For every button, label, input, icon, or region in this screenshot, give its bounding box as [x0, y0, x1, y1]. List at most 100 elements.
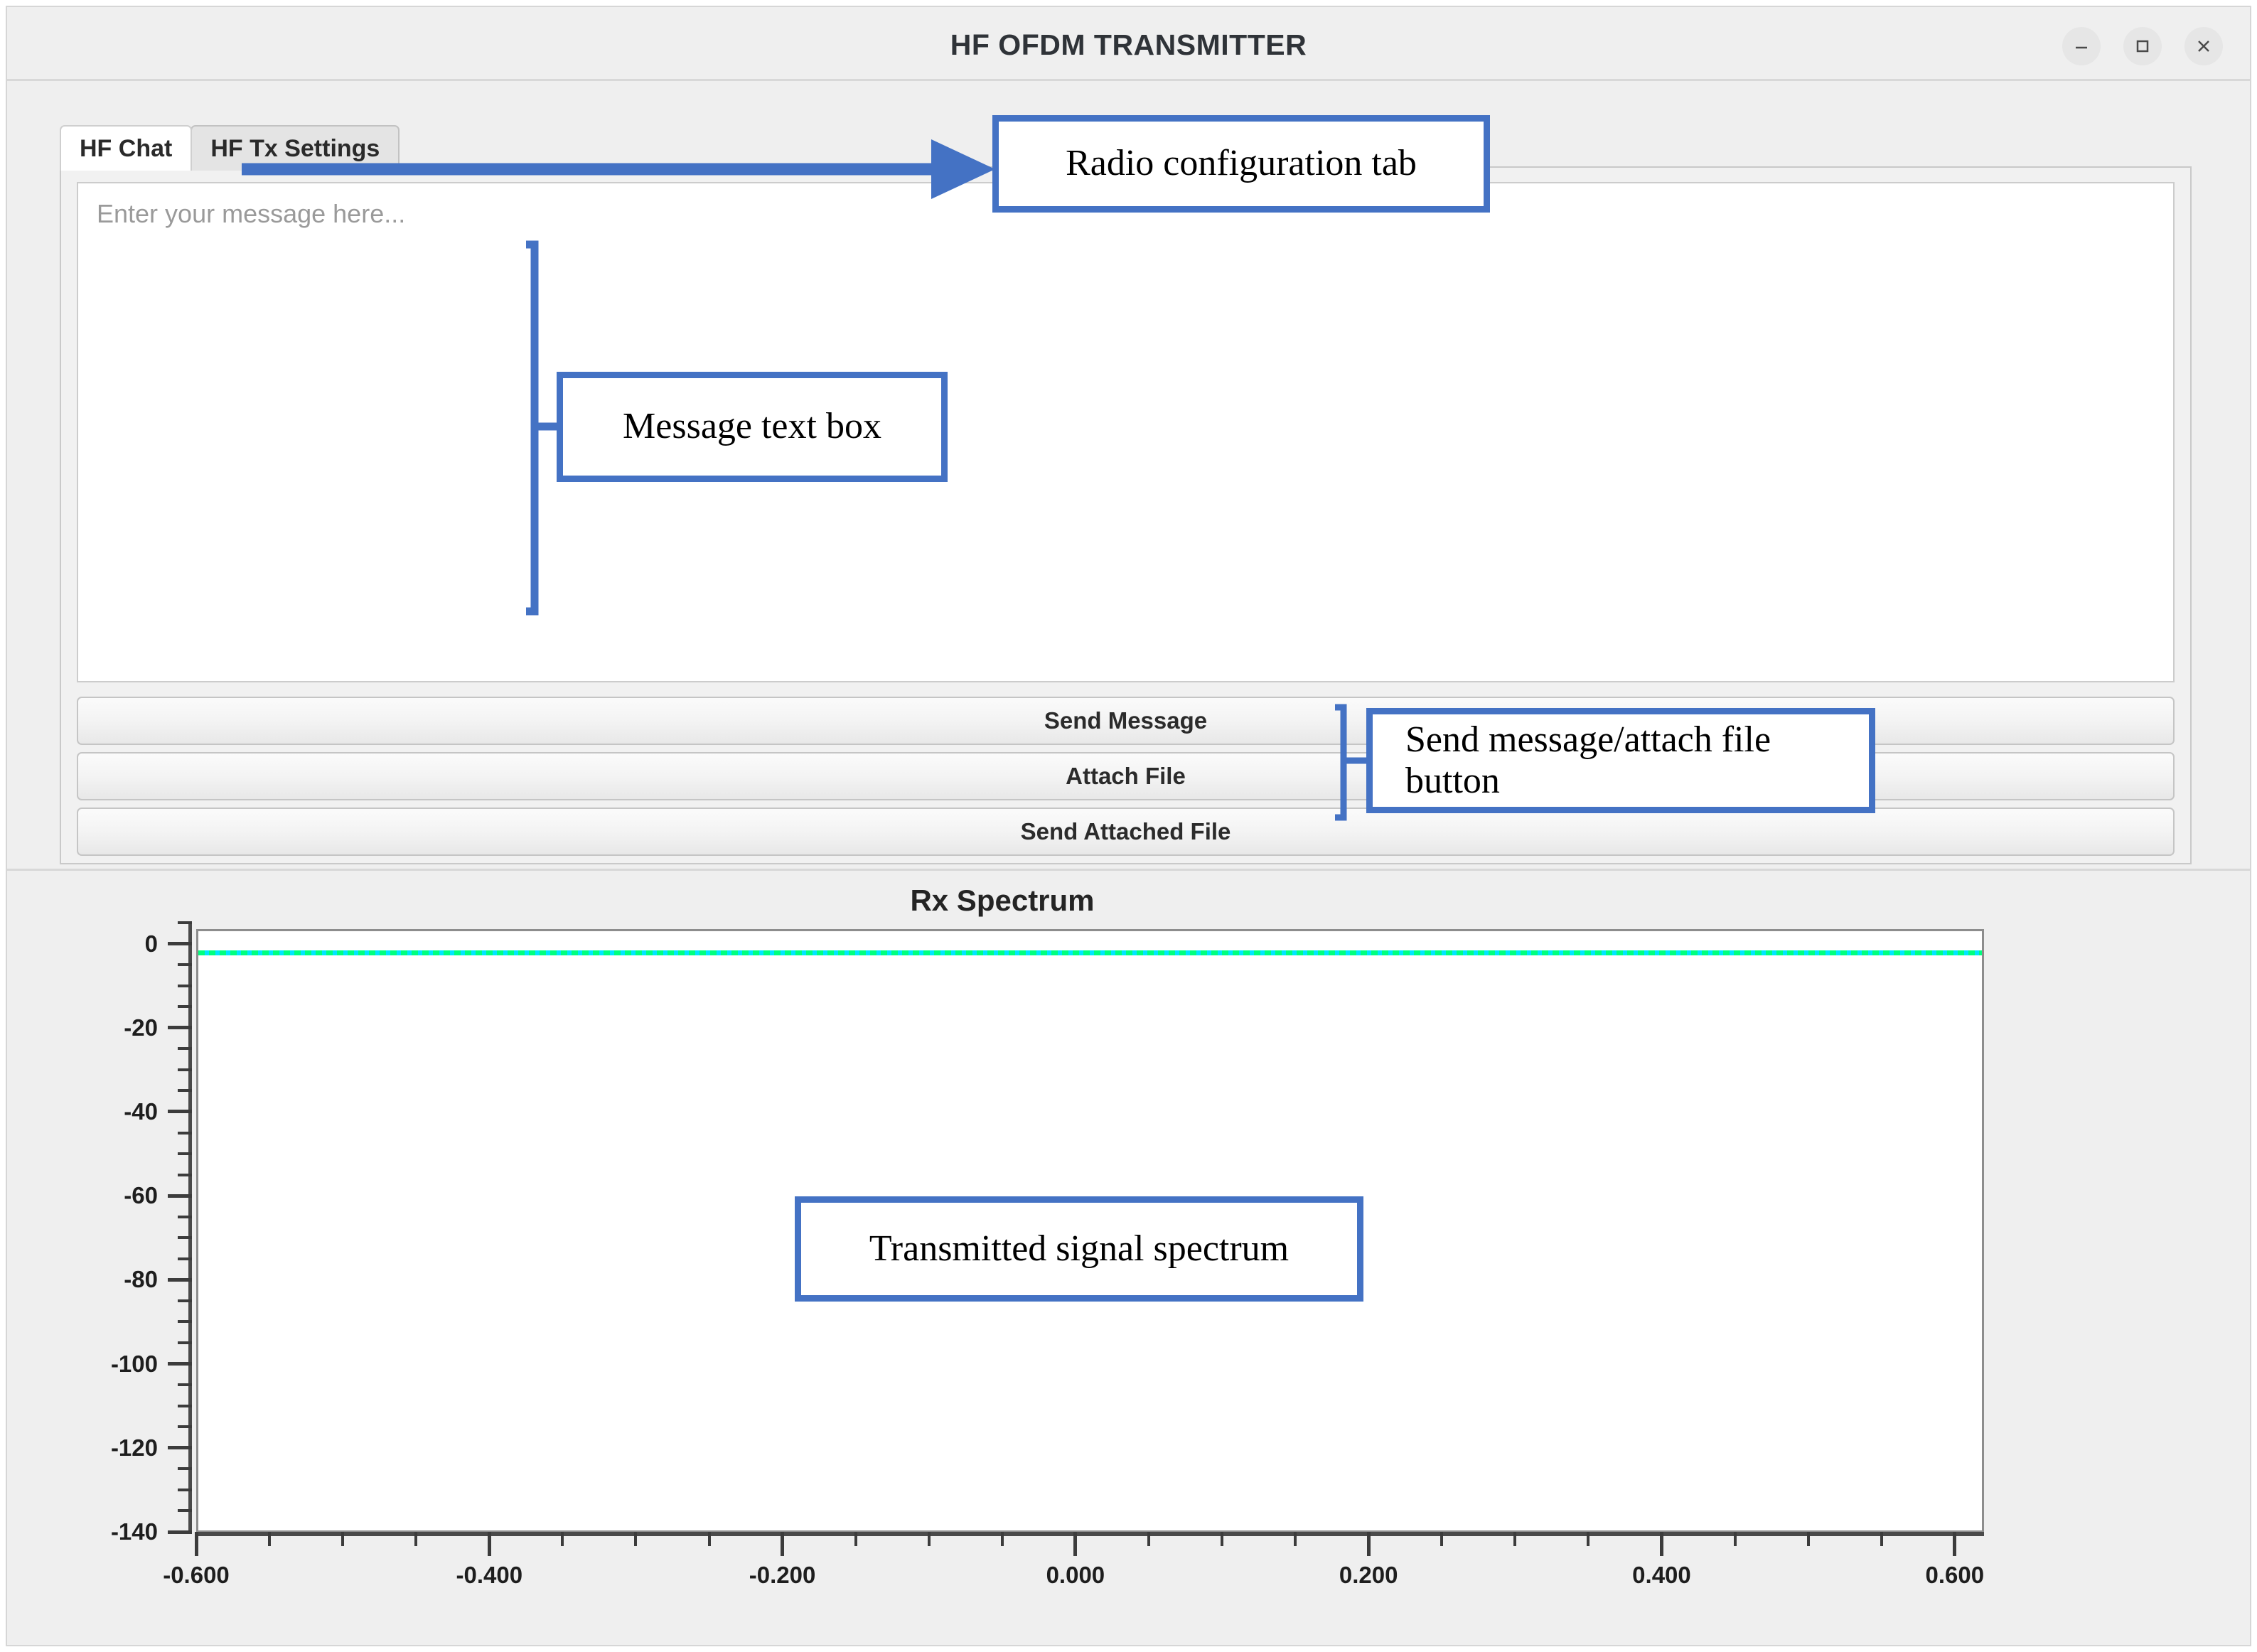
- annotation-radio-configuration-tab: Radio configuration tab: [992, 115, 1490, 213]
- x-axis-minor-tick: [561, 1532, 564, 1546]
- x-axis-minor-tick: [1147, 1532, 1150, 1546]
- x-axis-tick: [1366, 1532, 1371, 1556]
- send-attached-file-label: Send Attached File: [1020, 818, 1231, 844]
- y-axis-minor-tick: [178, 1173, 192, 1176]
- x-axis-minor-tick: [927, 1532, 931, 1546]
- y-axis-tick: [168, 1026, 192, 1030]
- x-axis-minor-tick: [634, 1532, 638, 1546]
- y-axis-minor-tick: [178, 963, 192, 967]
- x-axis-tick-label: 0.000: [1046, 1562, 1105, 1588]
- x-axis-tick: [487, 1532, 491, 1556]
- spectrum-chart-panel: Rx Spectrum Tx Spectrum Relative Gain (d…: [7, 869, 2250, 1645]
- window-controls: [2062, 27, 2223, 65]
- y-axis-minor-tick: [178, 984, 192, 987]
- y-axis-tick-label: -100: [110, 1350, 158, 1377]
- y-axis-tick-label: 0: [144, 930, 158, 957]
- minimize-icon[interactable]: [2062, 27, 2101, 65]
- annotation-message-text-box-text: Message text box: [623, 406, 881, 447]
- annotation-radio-configuration-tab-text: Radio configuration tab: [1066, 143, 1417, 184]
- x-axis-minor-tick: [1513, 1532, 1517, 1546]
- tx-spectrum-trace: [198, 950, 1982, 955]
- annotation-transmitted-signal-spectrum: Transmitted signal spectrum: [795, 1196, 1363, 1302]
- y-axis-tick: [168, 942, 192, 946]
- y-axis-tick-label: -20: [124, 1014, 158, 1041]
- y-axis-minor-tick: [178, 1509, 192, 1513]
- y-axis-minor-tick: [178, 1131, 192, 1135]
- y-axis-minor-tick: [178, 1467, 192, 1471]
- y-axis-minor-tick: [178, 1089, 192, 1093]
- x-axis-tick: [1659, 1532, 1663, 1556]
- send-message-label: Send Message: [1044, 707, 1208, 734]
- y-axis: 0 -20 -40 -60 -80 -100 -120 -140: [111, 921, 192, 1545]
- y-axis-tick: [168, 1194, 192, 1198]
- y-axis-minor-tick: [178, 1383, 192, 1387]
- y-axis-minor-tick: [178, 1299, 192, 1302]
- y-axis-minor-tick: [178, 1404, 192, 1407]
- y-axis-tick: [168, 1277, 192, 1282]
- x-axis-minor-tick: [268, 1532, 272, 1546]
- x-axis-minor-tick: [1806, 1532, 1810, 1546]
- x-axis-minor-tick: [1587, 1532, 1590, 1546]
- attach-file-label: Attach File: [1066, 763, 1186, 789]
- annotation-send-attach-button: Send message/attach file button: [1366, 708, 1875, 813]
- x-axis-minor-tick: [854, 1532, 857, 1546]
- y-axis-tick: [168, 1530, 192, 1534]
- x-axis-minor-tick: [1733, 1532, 1737, 1546]
- maximize-icon[interactable]: [2123, 27, 2162, 65]
- x-axis-tick: [781, 1532, 785, 1556]
- x-axis-minor-tick: [414, 1532, 418, 1546]
- application-window: HF OFDM TRANSMITTER HF Chat HF Tx Settin…: [6, 6, 2251, 1646]
- y-axis-minor-tick: [178, 1047, 192, 1051]
- annotation-send-attach-button-text: Send message/attach file button: [1405, 719, 1771, 801]
- annotation-message-text-box: Message text box: [557, 372, 948, 482]
- y-axis-minor-tick: [178, 921, 192, 924]
- y-axis-tick-label: -40: [124, 1098, 158, 1125]
- y-axis-tick-label: -120: [110, 1434, 158, 1461]
- y-axis-tick-label: -60: [124, 1182, 158, 1209]
- y-axis-minor-tick: [178, 1257, 192, 1260]
- y-axis-tick: [168, 1362, 192, 1366]
- x-axis-tick: [1953, 1532, 1957, 1556]
- x-axis-tick: [1073, 1532, 1078, 1556]
- y-axis-tick-label: -140: [110, 1518, 158, 1545]
- send-attached-file-button[interactable]: Send Attached File: [77, 808, 2175, 856]
- y-axis-minor-tick: [178, 1068, 192, 1071]
- message-text-box[interactable]: Enter your message here...: [77, 182, 2175, 682]
- y-axis-minor-tick: [178, 1320, 192, 1324]
- chart-title: Rx Spectrum: [910, 884, 1095, 917]
- x-axis-minor-tick: [1221, 1532, 1224, 1546]
- y-axis-minor-tick: [178, 1488, 192, 1491]
- x-axis-minor-tick: [341, 1532, 345, 1546]
- x-axis-minor-tick: [1880, 1532, 1883, 1546]
- x-axis-tick-label: -0.400: [456, 1562, 523, 1588]
- x-axis-minor-tick: [1440, 1532, 1444, 1546]
- x-axis-tick-label: 0.600: [1925, 1562, 1985, 1588]
- tab-hf-chat[interactable]: HF Chat: [60, 125, 193, 171]
- x-axis-tick: [194, 1532, 198, 1556]
- y-axis-tick: [168, 1110, 192, 1114]
- tab-hf-tx-settings-label: HF Tx Settings: [210, 134, 380, 162]
- y-axis-minor-tick: [178, 1215, 192, 1218]
- x-axis-tick-label: 0.200: [1339, 1562, 1398, 1588]
- y-axis-tick-label: -80: [124, 1266, 158, 1293]
- tab-hf-chat-label: HF Chat: [80, 134, 173, 162]
- tab-strip: HF Chat HF Tx Settings: [60, 121, 400, 171]
- tab-hf-tx-settings[interactable]: HF Tx Settings: [191, 125, 400, 171]
- x-axis-minor-tick: [1000, 1532, 1004, 1546]
- y-axis-minor-tick: [178, 1425, 192, 1429]
- y-axis-minor-tick: [178, 1005, 192, 1009]
- x-axis-minor-tick: [1294, 1532, 1297, 1546]
- x-axis-tick-label: -0.600: [163, 1562, 230, 1588]
- y-axis-minor-tick: [178, 1341, 192, 1345]
- x-axis-minor-tick: [707, 1532, 711, 1546]
- title-bar: HF OFDM TRANSMITTER: [7, 7, 2250, 81]
- y-axis-tick: [168, 1446, 192, 1450]
- message-placeholder: Enter your message here...: [97, 199, 406, 228]
- x-axis-tick-label: -0.200: [749, 1562, 816, 1588]
- window-title: HF OFDM TRANSMITTER: [950, 28, 1307, 61]
- y-axis-minor-tick: [178, 1152, 192, 1156]
- close-icon[interactable]: [2184, 27, 2223, 65]
- y-axis-minor-tick: [178, 1236, 192, 1240]
